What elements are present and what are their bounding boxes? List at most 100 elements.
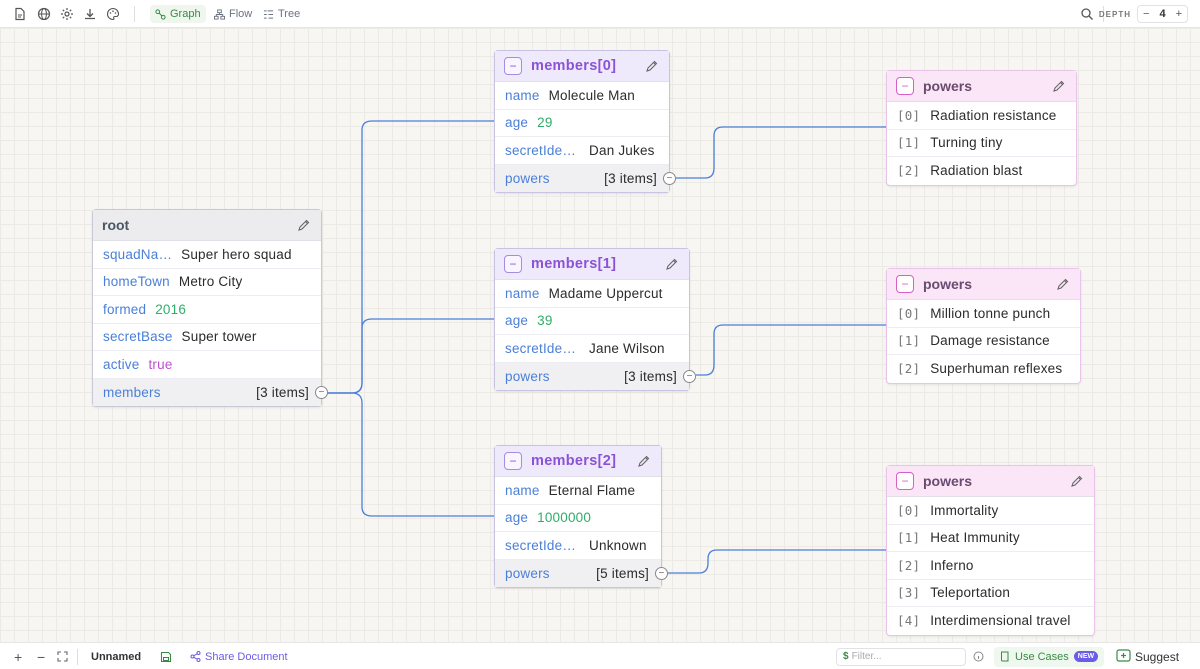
flow-icon (214, 8, 225, 20)
file-icon[interactable] (13, 7, 27, 21)
collapse-icon[interactable]: − (896, 472, 914, 490)
item-value: Interdimensional travel (930, 613, 1071, 629)
item-value: Radiation blast (930, 163, 1023, 179)
edit-icon[interactable] (1056, 277, 1070, 291)
row-value: Jane Wilson (589, 340, 665, 356)
tab-flow[interactable]: Flow (209, 5, 257, 23)
palette-icon[interactable] (106, 7, 120, 21)
search-icon[interactable] (1080, 7, 1094, 21)
tree-icon (263, 9, 274, 19)
member-row-secretidentity[interactable]: secretIde…Unknown (495, 532, 661, 560)
collapse-port-icon[interactable]: − (663, 171, 676, 185)
filter-input[interactable]: $ Filter... (836, 647, 966, 666)
member-row-powers[interactable]: powers[5 items]− (495, 559, 668, 587)
suggest-icon (1116, 649, 1131, 662)
collapse-icon[interactable]: − (896, 275, 914, 293)
list-item[interactable]: [2]Inferno (887, 552, 1094, 580)
member-node-title: members[2] (531, 453, 617, 469)
item-value: Teleportation (930, 585, 1011, 601)
row-key: age (505, 115, 529, 131)
list-item[interactable]: [2]Superhuman reflexes (887, 355, 1080, 383)
document-name[interactable]: Unnamed (91, 643, 141, 669)
row-value: true (148, 356, 173, 372)
suggest-button[interactable]: Suggest (1116, 643, 1179, 669)
powers-node-1[interactable]: − powers [0]Million tonne punch [1]Damag… (886, 268, 1081, 384)
row-value: 29 (537, 115, 553, 131)
powers-node-title: powers (923, 78, 973, 94)
zoom-out-button[interactable]: − (37, 643, 45, 669)
edit-icon[interactable] (297, 218, 311, 232)
row-value: 1000000 (537, 510, 592, 526)
edit-icon[interactable] (645, 59, 659, 73)
powers-node-2[interactable]: − powers [0]Immortality [1]Heat Immunity… (886, 465, 1095, 636)
member-node-header: − members[1] (495, 249, 689, 280)
list-item[interactable]: [1]Damage resistance (887, 328, 1080, 355)
depth-increase-button[interactable]: + (1175, 8, 1182, 20)
member-row-powers[interactable]: powers[3 items]− (495, 164, 676, 192)
info-icon (973, 651, 984, 662)
tab-tree[interactable]: Tree (258, 5, 305, 23)
top-toolbar: Graph Flow Tree DEPTH − 4 + (0, 0, 1200, 28)
download-icon[interactable] (83, 7, 97, 21)
tab-graph[interactable]: Graph (150, 5, 206, 23)
list-item[interactable]: [1]Turning tiny (887, 130, 1076, 157)
collapse-port-icon[interactable]: − (315, 385, 328, 399)
member-row-powers[interactable]: powers[3 items]− (495, 362, 696, 390)
zoom-in-button[interactable]: + (14, 643, 22, 669)
edit-icon[interactable] (665, 257, 679, 271)
member-node-header: − members[0] (495, 51, 669, 82)
member-row-secretidentity[interactable]: secretIde…Dan Jukes (495, 137, 669, 165)
fit-view-button[interactable] (57, 643, 68, 669)
member-row-secretidentity[interactable]: secretIde…Jane Wilson (495, 335, 689, 363)
edit-icon[interactable] (637, 454, 651, 468)
collapse-icon[interactable]: − (504, 255, 522, 273)
collapse-port-icon[interactable]: − (655, 566, 668, 580)
save-button[interactable] (160, 643, 172, 669)
root-row-members[interactable]: members[3 items]− (93, 378, 328, 406)
collapse-port-icon[interactable]: − (683, 369, 696, 383)
share-document-button[interactable]: Share Document (190, 643, 288, 669)
edit-icon[interactable] (1052, 79, 1066, 93)
collapse-icon[interactable]: − (896, 77, 914, 95)
tab-tree-label: Tree (278, 8, 301, 20)
globe-icon[interactable] (37, 7, 51, 21)
root-row-squadname[interactable]: squadNa…Super hero squad (93, 241, 321, 269)
list-item[interactable]: [2]Radiation blast (887, 157, 1076, 185)
list-item[interactable]: [3]Teleportation (887, 580, 1094, 607)
list-item[interactable]: [1]Heat Immunity (887, 525, 1094, 552)
gear-icon[interactable] (60, 7, 74, 21)
powers-node-header: − powers (887, 269, 1080, 300)
filter-container: $ Filter... (836, 643, 966, 669)
list-item[interactable]: [0]Immortality (887, 497, 1094, 525)
edit-icon[interactable] (1070, 474, 1084, 488)
member-node-title: members[0] (531, 58, 617, 74)
filter-prefix: $ (843, 651, 849, 662)
share-icon (190, 651, 201, 662)
list-item[interactable]: [0]Million tonne punch (887, 300, 1080, 328)
member-row-age[interactable]: age 29 (495, 110, 669, 137)
collapse-icon[interactable]: − (504, 452, 522, 470)
list-item[interactable]: [0]Radiation resistance (887, 102, 1076, 130)
powers-node-0[interactable]: − powers [0]Radiation resistance [1]Turn… (886, 70, 1077, 186)
depth-decrease-button[interactable]: − (1143, 8, 1150, 20)
list-item[interactable]: [4]Interdimensional travel (887, 607, 1094, 635)
info-button[interactable] (973, 643, 984, 669)
depth-value: 4 (1159, 8, 1166, 20)
use-cases-button[interactable]: Use Cases NEW (994, 643, 1105, 669)
row-key: name (505, 482, 540, 498)
collapse-icon[interactable]: − (504, 57, 522, 75)
